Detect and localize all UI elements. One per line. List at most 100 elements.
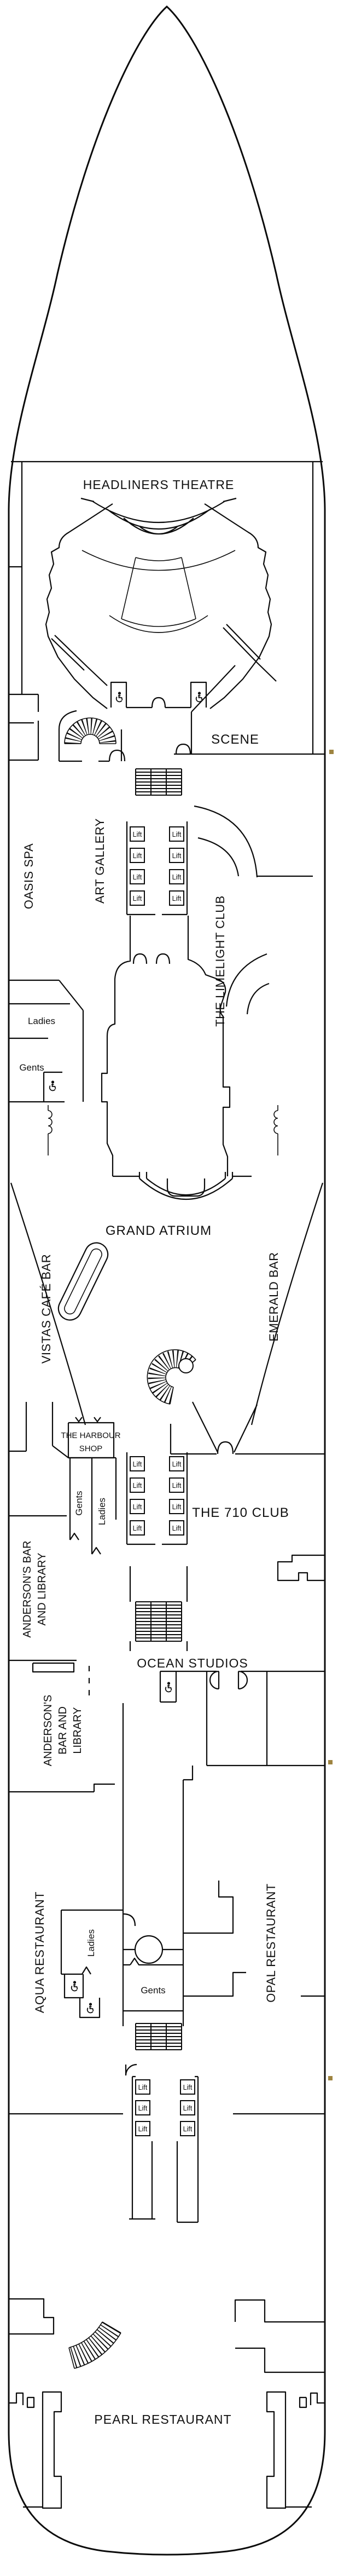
spiral-stair-forward-treads — [65, 718, 116, 744]
svg-text:Lift: Lift — [183, 2084, 193, 2091]
lift: Lift — [180, 2121, 195, 2136]
svg-text:Lift: Lift — [172, 1503, 182, 1511]
mid-toilet-walls — [68, 1457, 117, 1555]
vistas-bar-counter — [57, 1242, 109, 1321]
theatre-stage — [80, 497, 237, 534]
atrium-balcony — [138, 1172, 234, 1200]
svg-text:Lift: Lift — [133, 1482, 142, 1490]
svg-text:Lift: Lift — [172, 1482, 182, 1490]
lift: Lift — [130, 848, 145, 863]
label-opal-restaurant: OPAL RESTAURANT — [264, 1883, 278, 2002]
label-aqua-restaurant: AQUA RESTAURANT — [33, 1891, 46, 2013]
andersons-lower-walls — [9, 1703, 194, 1933]
label-andersons-lower-line3: LIBRARY — [72, 1707, 84, 1753]
lift: Lift — [135, 2121, 150, 2136]
andersons-upper-walls — [9, 1515, 90, 1695]
limelight-entrance-arcs — [194, 805, 313, 1015]
lift: Lift — [169, 1499, 184, 1514]
label-710-club: THE 710 CLUB — [192, 1505, 289, 1520]
label-ladies-mid: Ladies — [97, 1498, 107, 1525]
lift-shaft-mid-walls — [126, 1452, 188, 1545]
lift: Lift — [135, 2100, 150, 2115]
corridor-feature-circle — [134, 1935, 164, 1964]
svg-text:Lift: Lift — [172, 873, 182, 881]
lift: Lift — [169, 826, 184, 842]
label-ladies-aft: Ladies — [86, 1929, 96, 1957]
lift: Lift — [130, 1520, 145, 1536]
svg-text:Lift: Lift — [172, 1525, 182, 1532]
spa-room-walls — [9, 693, 39, 761]
lift-bank-mid: Lift Lift Lift Lift Lift Lift Lift Lift — [130, 1456, 184, 1536]
svg-text:Lift: Lift — [172, 852, 182, 860]
lift: Lift — [169, 869, 184, 884]
svg-text:Lift: Lift — [133, 831, 142, 838]
svg-text:Lift: Lift — [133, 1503, 142, 1511]
club-710-walls — [170, 1401, 325, 1582]
label-pearl-restaurant: PEARL RESTAURANT — [94, 2412, 231, 2427]
label-gents-aft: Gents — [141, 1985, 165, 1996]
theatre-seating-walls — [45, 503, 272, 709]
lift: Lift — [180, 2100, 195, 2115]
curved-stair-pearl-treads — [68, 2321, 121, 2369]
lift-shaft-aft-walls — [129, 2075, 199, 2223]
label-vistas-cafe-bar: VISTAS CAFÉ BAR — [39, 1254, 53, 1364]
lift: Lift — [169, 1456, 184, 1471]
svg-text:Lift: Lift — [133, 852, 142, 860]
label-grand-atrium: GRAND ATRIUM — [106, 1223, 212, 1238]
svg-text:Lift: Lift — [183, 2104, 193, 2112]
svg-text:Lift: Lift — [172, 895, 182, 902]
lift: Lift — [180, 2079, 195, 2095]
label-andersons-upper-line1: ANDERSON'S BAR — [21, 1540, 33, 1637]
spiral-stair-atrium-outline — [147, 1349, 196, 1405]
spiral-stair-atrium-treads — [148, 1350, 196, 1405]
label-oasis-spa: OASIS SPA — [22, 843, 36, 909]
lift: Lift — [169, 1477, 184, 1493]
label-ladies-forward: Ladies — [28, 1016, 55, 1026]
aft-corridor-walls — [9, 1881, 325, 2115]
label-andersons-lower-line2: BAR AND — [57, 1706, 69, 1755]
lift: Lift — [130, 1456, 145, 1471]
lift: Lift — [130, 1477, 145, 1493]
lift: Lift — [135, 2079, 150, 2095]
spiral-stair-forward-outline — [64, 717, 116, 744]
bow-deck-walls — [9, 461, 323, 754]
label-harbour-shop-line1: THE HARBOUR — [61, 1431, 120, 1440]
svg-text:Lift: Lift — [133, 1525, 142, 1532]
lift-shaft-forward-walls — [126, 821, 189, 953]
label-gents-mid: Gents — [74, 1491, 84, 1515]
lift: Lift — [130, 869, 145, 884]
svg-text:Lift: Lift — [138, 2084, 148, 2091]
curved-stair-pearl-outline — [68, 2321, 121, 2369]
svg-text:Lift: Lift — [133, 873, 142, 881]
label-headliners-theatre: HEADLINERS THEATRE — [83, 478, 235, 492]
lift: Lift — [169, 848, 184, 863]
accordion-doors — [48, 1105, 278, 1155]
svg-text:Lift: Lift — [183, 2125, 193, 2133]
label-andersons-upper-line2: AND LIBRARY — [36, 1553, 48, 1625]
theatre-seating-rows — [81, 550, 236, 633]
hull-waist-curves — [10, 1182, 324, 1425]
lift: Lift — [169, 890, 184, 906]
lift-bank-forward: Lift Lift Lift Lift Lift Lift Lift Lift — [130, 826, 184, 906]
label-harbour-shop-line2: SHOP — [79, 1444, 103, 1453]
svg-text:Lift: Lift — [172, 831, 182, 838]
svg-text:Lift: Lift — [133, 1461, 142, 1468]
svg-text:Lift: Lift — [172, 1461, 182, 1468]
svg-text:Lift: Lift — [133, 895, 142, 902]
lift: Lift — [130, 1499, 145, 1514]
lift-bank-aft: Lift Lift Lift Lift Lift Lift — [135, 2079, 195, 2136]
edge-marker — [329, 750, 334, 754]
edge-markers — [328, 750, 334, 2080]
lift: Lift — [169, 1520, 184, 1536]
pearl-forward-walls — [9, 2298, 325, 2373]
atrium-void-walls — [101, 953, 252, 1177]
spiral-stair-atrium-hub — [178, 1358, 194, 1373]
spiral-stair-forward-enclosure — [58, 710, 126, 762]
edge-marker — [328, 1760, 333, 1764]
stairs-mid-enclosure — [129, 1566, 188, 1651]
label-emerald-bar: EMERALD BAR — [267, 1252, 281, 1341]
stern-pillars — [9, 2391, 325, 2509]
theatre-exit-walls — [51, 624, 277, 709]
label-gents-forward: Gents — [19, 1062, 44, 1073]
